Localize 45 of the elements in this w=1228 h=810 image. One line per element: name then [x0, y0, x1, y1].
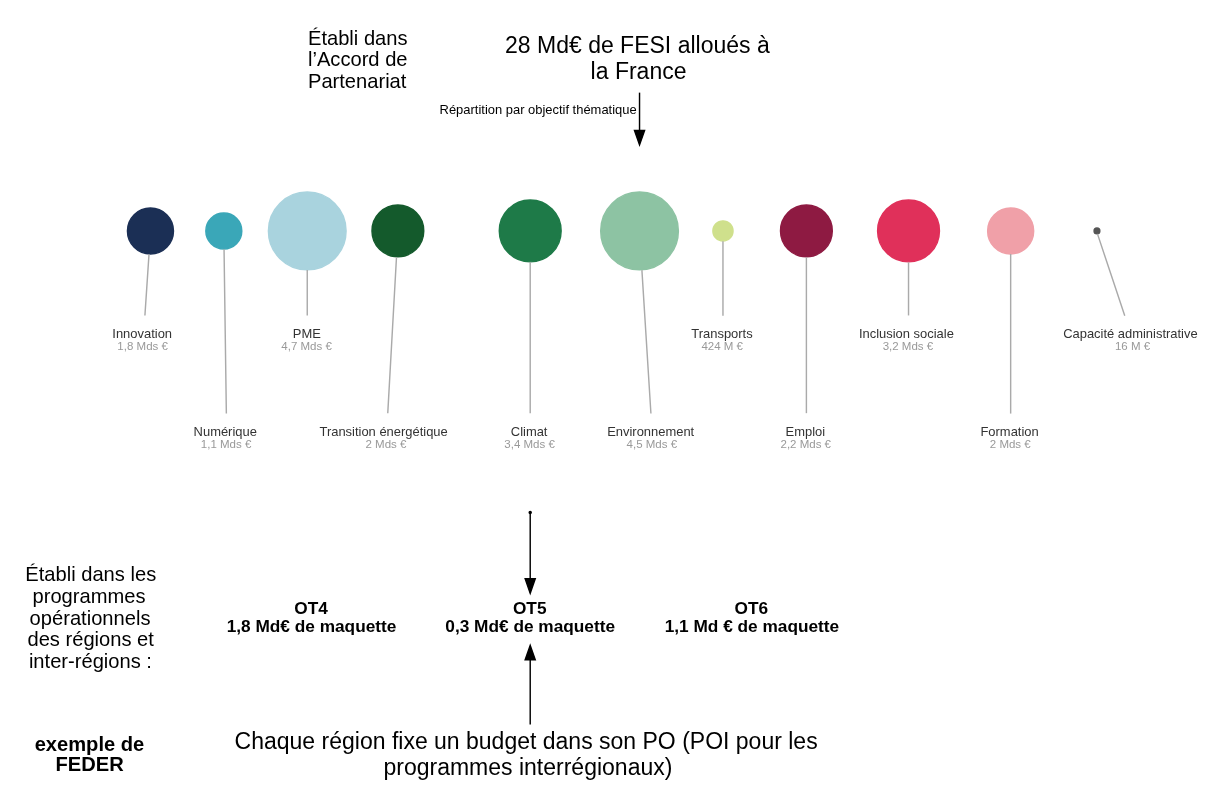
- arrow: [633, 91, 646, 147]
- node-text: 28 Md€ de FESI alloués à la France: [505, 31, 770, 84]
- node-text: OT4 1,8 Md€ de maquette: [226, 597, 397, 636]
- label: exemple de FEDER: [34, 732, 145, 775]
- connector: [805, 255, 808, 414]
- node-text: Chaque région fixe un budget dans son PO (POI pour les programmes interrégionaux): [234, 727, 818, 780]
- node-circle: [205, 211, 243, 250]
- label: Établi dans les programmes opérationnels des régions et inter-régions :: [25, 562, 157, 672]
- node-text: PME 4,7 Mds €: [281, 325, 332, 352]
- node-circle: [498, 198, 562, 263]
- connector: [529, 261, 531, 414]
- arrow: [524, 642, 537, 725]
- node-text: Inclusion sociale 3,2 Mds €: [858, 325, 954, 352]
- connector: [1009, 252, 1012, 414]
- connector: [1096, 232, 1126, 316]
- node-text: OT5 0,3 Md€ de maquette: [445, 597, 616, 636]
- node-text: Innovation 1,8 Mds €: [112, 325, 173, 352]
- connector: [387, 255, 398, 414]
- node-text: OT6 1,1 Md € de maquette: [664, 597, 840, 636]
- node-text: Transition énergétique 2 Mds €: [319, 423, 448, 450]
- node-circle: [876, 198, 941, 263]
- node-circle: [599, 190, 680, 270]
- node-circle: [986, 206, 1035, 255]
- node-text: Emploi 2,2 Mds €: [780, 423, 831, 450]
- node-circle: [126, 206, 175, 255]
- connector: [907, 261, 910, 316]
- label: Établi dans l’Accord de Partenariat: [307, 26, 408, 92]
- connector: [306, 268, 308, 316]
- node-circle: [371, 203, 425, 258]
- arrow: [524, 512, 537, 595]
- node-text: Transports 424 M €: [691, 325, 753, 352]
- node-circle: [712, 219, 734, 242]
- connector: [641, 268, 652, 414]
- connector: [144, 253, 150, 316]
- node-text: Capacité administrative 16 M €: [1063, 325, 1198, 352]
- node-circle: [779, 203, 833, 258]
- node-text: Environnement 4,5 Mds €: [607, 423, 695, 450]
- edge-label: Répartition par objectif thématique: [439, 101, 637, 117]
- node-circle: [1093, 226, 1101, 235]
- node-text: Formation 2 Mds €: [980, 423, 1039, 450]
- connector: [223, 248, 228, 414]
- node-text: Numérique 1,1 Mds €: [193, 423, 257, 450]
- connector: [722, 240, 724, 316]
- node-text: Climat 3,4 Mds €: [504, 423, 555, 450]
- node-circle: [267, 190, 347, 270]
